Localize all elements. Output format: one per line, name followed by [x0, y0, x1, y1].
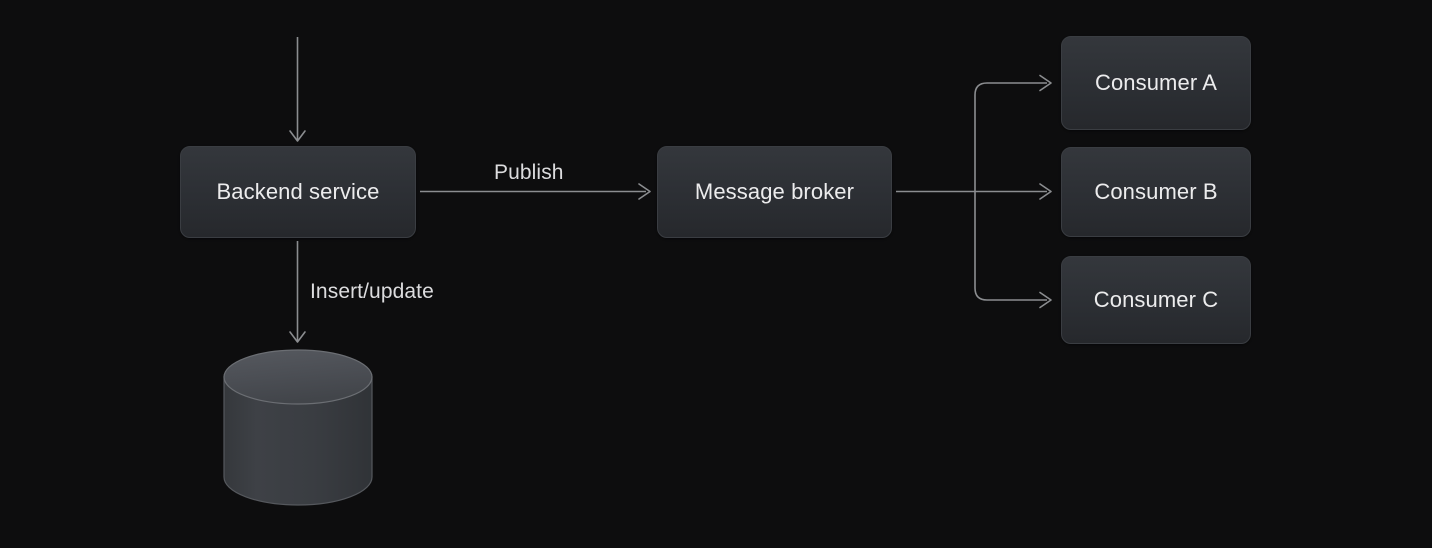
publish-arrow	[420, 183, 651, 200]
fanout-arrow-consumer-b	[975, 183, 1052, 200]
fanout-arrow-consumer-a	[974, 74, 1052, 192]
node-message-broker[interactable]: Message broker	[657, 146, 892, 238]
node-consumer-b-label: Consumer B	[1094, 179, 1218, 204]
incoming-arrow	[289, 37, 306, 142]
node-consumer-a-label: Consumer A	[1094, 70, 1218, 95]
edge-label-insert-update: Insert/update	[310, 280, 434, 303]
node-consumer-b[interactable]: Consumer B	[1061, 147, 1251, 237]
node-consumer-c[interactable]: Consumer C	[1061, 256, 1251, 344]
node-backend-service-label: Backend service	[216, 179, 380, 204]
edge-label-publish: Publish	[494, 161, 564, 184]
node-backend-service[interactable]: Backend service	[180, 146, 416, 238]
node-message-broker-label: Message broker	[694, 179, 855, 204]
node-consumer-c-label: Consumer C	[1093, 287, 1219, 312]
persist-arrow	[289, 241, 306, 343]
fanout-arrow-consumer-c	[974, 191, 1052, 309]
database-cylinder	[223, 349, 373, 506]
node-consumer-a[interactable]: Consumer A	[1061, 36, 1251, 130]
